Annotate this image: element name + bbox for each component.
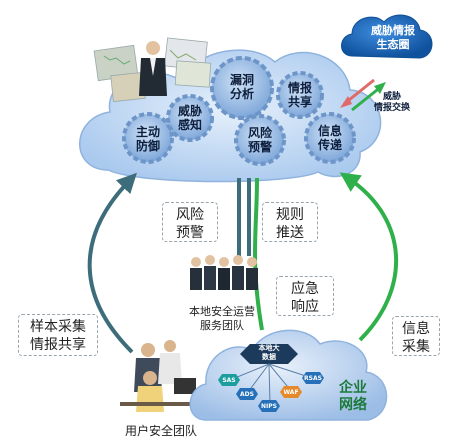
gear-label-active-defense: 主动 防御 (135, 125, 160, 153)
node-waf (280, 386, 302, 398)
info-collect-callout: 信息 采集 (392, 316, 440, 356)
gear-intel-sharing (276, 71, 324, 119)
node-label-sas: SAS (222, 377, 236, 384)
local-big-data-label: 本地大 数据 (258, 344, 280, 361)
emergency-line (252, 177, 264, 331)
gear-active-defense (122, 112, 174, 164)
risk-warning-callout: 风险 预警 (162, 202, 218, 242)
gear-label-threat-awareness: 威胁 感知 (177, 104, 202, 132)
businessman-image (139, 41, 167, 96)
gear-label-risk-warning: 风险 预警 (247, 126, 272, 154)
enterprise-network-label: 企业 网络 (339, 380, 367, 413)
emergency-response-callout: 应急 响应 (276, 276, 334, 316)
node-label-rsas: RSAS (304, 375, 322, 382)
node-ads (236, 388, 258, 400)
gear-info-delivery (304, 112, 356, 164)
sample-collect-arrow (87, 172, 137, 354)
enterprise-cloud (189, 329, 388, 421)
gear-label-intel-sharing: 情报 共享 (287, 81, 312, 109)
sample-collect-callout: 样本采集 情报共享 (18, 314, 98, 356)
info-collect-arrow (339, 172, 399, 342)
node-rsas (302, 372, 324, 384)
rule-push-callout: 规则 推送 (262, 202, 318, 242)
gear-vulnerability-analysis (210, 56, 274, 120)
node-nips (258, 400, 280, 412)
gear-label-info-delivery: 信息 传递 (317, 124, 342, 152)
user-team-image (120, 340, 210, 412)
gear-label-vulnerability-analysis: 漏洞 分析 (229, 73, 254, 101)
ecosystem-cloud (341, 14, 433, 59)
node-label-waf: WAF (283, 389, 299, 396)
local-ops-team-caption: 本地安全运营 服务团队 (189, 305, 255, 332)
node-label-ads: ADS (240, 391, 254, 398)
dashboard-collage-image (93, 37, 212, 103)
ecosystem-title: 威胁情报 生态圈 (371, 24, 415, 51)
exchange-arrows (340, 78, 386, 112)
gear-risk-warning (234, 114, 286, 166)
intel-exchange-label: 威胁 情报交换 (373, 92, 410, 113)
node-sas (218, 374, 240, 386)
node-label-nips: NIPS (261, 403, 277, 410)
local-ops-team-image (190, 255, 258, 290)
user-security-team-caption: 用户安全团队 (124, 424, 197, 438)
gear-threat-awareness (166, 94, 214, 142)
